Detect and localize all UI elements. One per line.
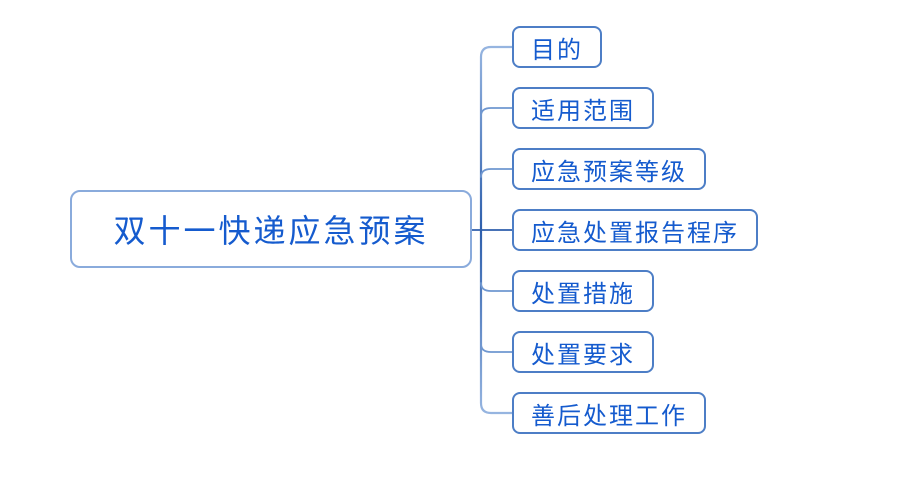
topic-aftermath-label: 善后处理工作 [531,403,687,430]
topic-measures-label: 处置措施 [531,281,635,308]
connector-branch-plan-level [480,168,513,178]
connector-branch-measures [480,282,513,292]
topic-requirements[interactable]: 处置要求 [512,331,654,373]
connector-branch-scope [480,107,513,117]
topic-plan-level[interactable]: 应急预案等级 [512,148,706,190]
root-topic-node[interactable]: 双十一快递应急预案 [70,190,472,268]
topic-requirements-label: 处置要求 [531,342,635,369]
connector-branch-requirements [480,343,513,353]
topic-scope[interactable]: 适用范围 [512,87,654,129]
topic-aftermath[interactable]: 善后处理工作 [512,392,706,434]
connector-trunk [479,45,514,415]
topic-scope-label: 适用范围 [531,98,635,125]
topic-measures[interactable]: 处置措施 [512,270,654,312]
topic-plan-level-label: 应急预案等级 [531,159,687,186]
topic-purpose[interactable]: 目的 [512,26,602,68]
topic-purpose-label: 目的 [531,37,583,64]
topic-report-procedure[interactable]: 应急处置报告程序 [512,209,758,251]
topic-report-procedure-label: 应急处置报告程序 [531,220,739,247]
root-topic-label: 双十一快递应急预案 [113,213,429,249]
